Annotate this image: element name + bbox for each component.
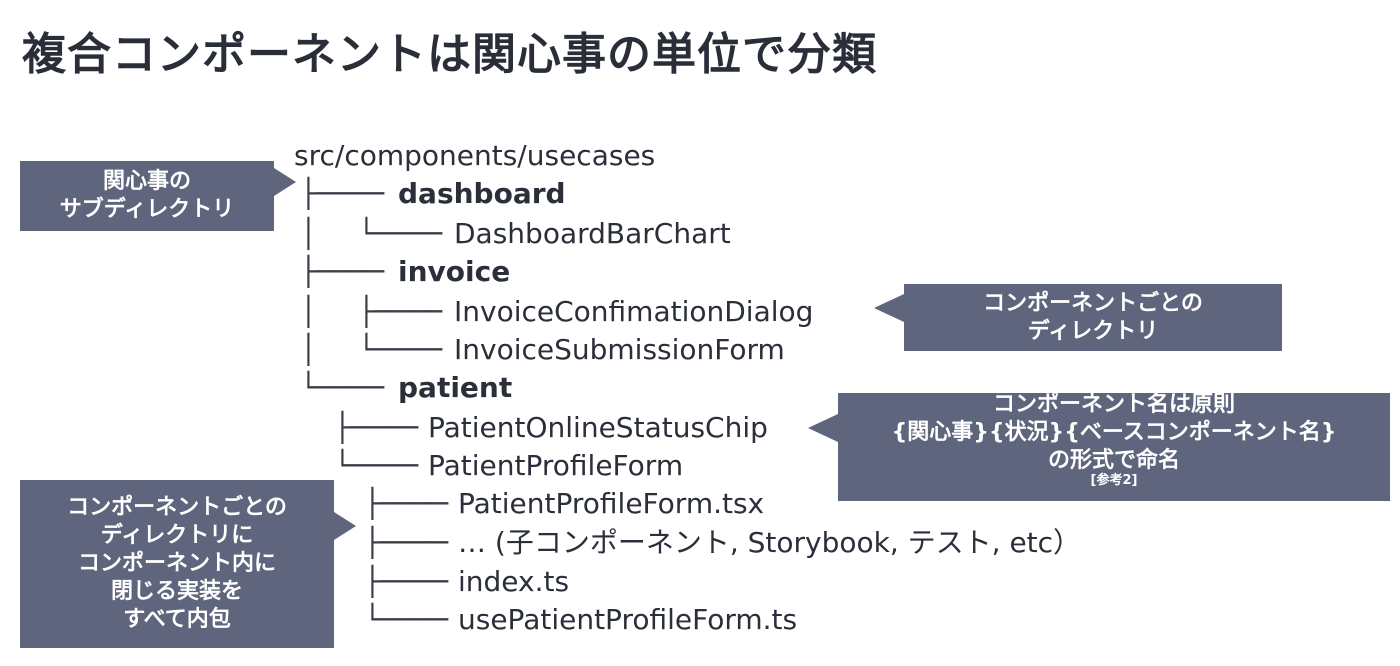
callout-line: コンポーネント内に <box>77 551 276 576</box>
tree-connector: │ <box>300 333 317 366</box>
callout-line: サブディレクトリ <box>59 197 235 222</box>
callout-line: コンポーネント名は原則 <box>992 392 1235 417</box>
tree-dir-patient: patient <box>398 371 513 404</box>
tree-entry-invoice-confirmation-dialog: InvoiceConfimationDialog <box>454 295 814 328</box>
tree-root: src/components/usecases <box>294 139 656 172</box>
tree-entry-dashboard-bar-chart: DashboardBarChart <box>454 217 731 250</box>
tree-connector: │ <box>300 295 317 328</box>
tree-connector: ├──── <box>334 411 419 444</box>
callout-line-text: の形式で命名 <box>1047 448 1180 473</box>
tree-connector: └──── <box>334 449 419 482</box>
callout-component-directory: コンポーネントごとの ディレクトリ <box>904 284 1282 351</box>
callout-arrow <box>274 168 296 196</box>
callout-arrow <box>334 512 356 540</box>
tree-entry-patient-profile-form: PatientProfileForm <box>428 449 684 482</box>
tree-entry-invoice-submission-form: InvoiceSubmissionForm <box>454 333 785 366</box>
tree-connector: ├──── <box>364 487 449 520</box>
tree-entry-use-patient-profile-form: usePatientProfileForm.ts <box>458 603 798 636</box>
callout-line: ディレクトリ <box>1027 318 1159 344</box>
tree-connector: └──── <box>358 333 443 366</box>
tree-connector: └──── <box>358 217 443 250</box>
callout-line: コンポーネントごとの <box>983 290 1203 316</box>
tree-entry-ellipsis: … (子コンポーネント, Storybook, テスト, etc） <box>458 526 1082 559</box>
callout-line: ディレクトリに <box>100 523 254 548</box>
tree-connector: ├──── <box>364 526 449 559</box>
tree-connector: ├──── <box>300 177 385 210</box>
tree-connector: ├──── <box>364 565 449 598</box>
callout-arrow <box>808 414 838 442</box>
callout-arrow <box>874 294 904 322</box>
tree-connector: ├──── <box>358 295 443 328</box>
tree-dir-dashboard: dashboard <box>398 177 566 210</box>
tree-entry-patient-profile-form-tsx: PatientProfileForm.tsx <box>458 487 765 520</box>
tree-entry-patient-online-status-chip: PatientOnlineStatusChip <box>428 411 768 444</box>
page-title: 複合コンポーネントは関心事の単位で分類 <box>22 29 877 80</box>
tree-connector: ├──── <box>300 255 385 288</box>
tree-connector: └──── <box>300 371 385 404</box>
tree-dir-invoice: invoice <box>398 255 511 288</box>
callout-subdirectory: 関心事の サブディレクトリ <box>20 161 274 231</box>
tree-connector: │ <box>300 217 317 250</box>
callout-line: 関心事の <box>102 169 191 194</box>
callout-line: すべて内包 <box>123 607 231 632</box>
tree-connector: └──── <box>364 603 449 636</box>
callout-line: {関心事}{状況}{ベースコンポーネント名} <box>891 420 1337 445</box>
callout-line: コンポーネントごとの <box>67 495 287 520</box>
callout-encapsulation: コンポーネントごとの ディレクトリに コンポーネント内に 閉じる実装を すべて内… <box>20 480 334 648</box>
callout-line: の形式で命名[参考2] <box>892 447 1337 503</box>
callout-line: 閉じる実装を <box>110 579 243 604</box>
tree-entry-index-ts: index.ts <box>458 565 570 598</box>
callout-naming-rule: コンポーネント名は原則 {関心事}{状況}{ベースコンポーネント名} の形式で命… <box>838 392 1390 503</box>
reference-mark: [参考2] <box>1090 473 1138 488</box>
